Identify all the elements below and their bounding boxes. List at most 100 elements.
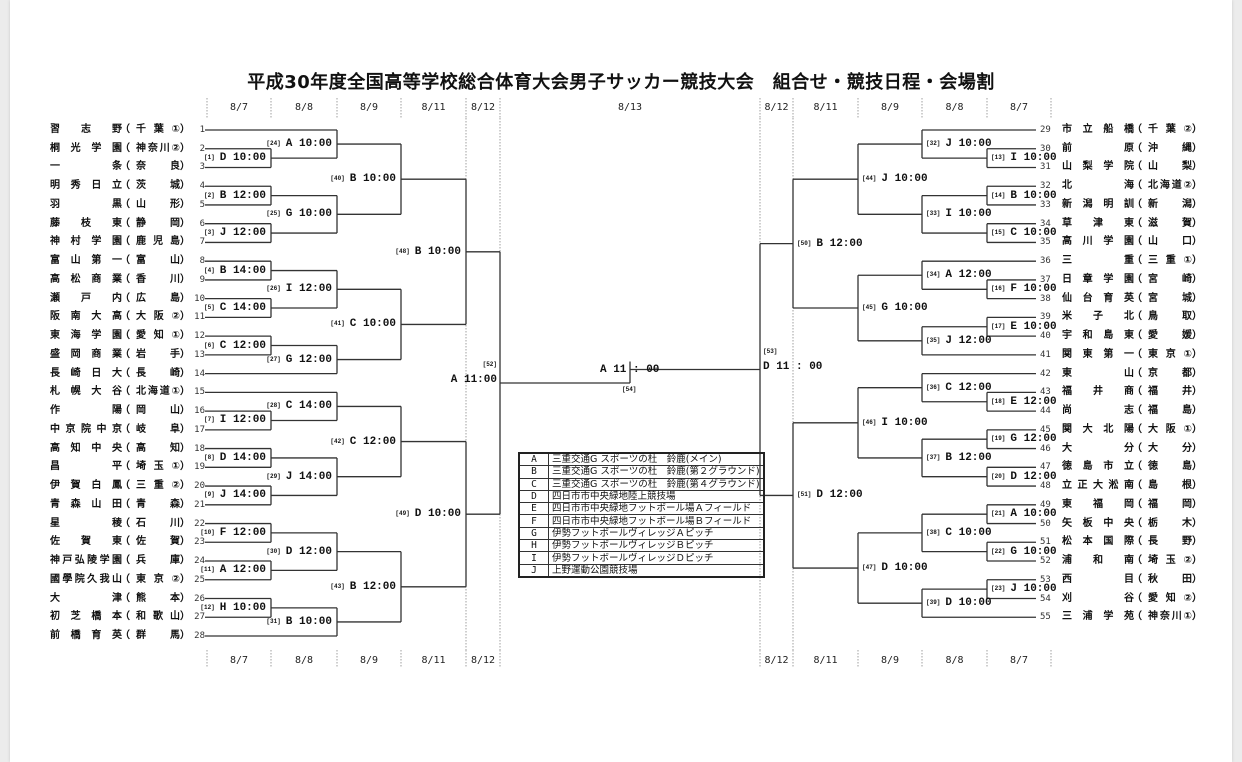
match-label[interactable]: [25]G 10:00 — [266, 208, 332, 220]
match-label[interactable]: [30]D 12:00 — [266, 546, 332, 558]
match-label[interactable]: [39]D 10:00 — [926, 597, 992, 609]
match-label[interactable]: [6]C 12:00 — [204, 340, 266, 352]
match-label[interactable]: [17]E 10:00 — [991, 321, 1057, 333]
match-label[interactable]: [21]A 10:00 — [991, 508, 1057, 520]
team-prefecture: 徳島 — [1148, 461, 1192, 473]
match-label[interactable]: [35]J 12:00 — [926, 335, 992, 347]
paren-close: ） — [1192, 255, 1202, 267]
match-label[interactable]: [42]C 12:00 — [330, 436, 396, 448]
match-label[interactable]: [9]J 14:00 — [204, 489, 266, 501]
team-number: 37 — [1040, 274, 1051, 285]
team-name: 関東第一 — [1062, 348, 1134, 360]
match-label[interactable]: [11]A 12:00 — [200, 564, 266, 576]
paren-close: ） — [180, 124, 190, 135]
match-label[interactable]: [43]B 12:00 — [330, 581, 396, 593]
match-label[interactable]: [18]E 12:00 — [991, 396, 1057, 408]
match-label[interactable]: [51]D 12:00 — [797, 489, 863, 501]
match-number: [20] — [991, 472, 1006, 480]
team-prefecture: 広島 — [136, 292, 180, 304]
paren-close: ） — [1192, 161, 1202, 173]
paren-open: （ — [120, 255, 130, 267]
match-label[interactable]: [19]G 12:00 — [991, 433, 1057, 445]
match-label[interactable]: [49]D 10:00 — [395, 508, 461, 520]
team-name: 桐光学園 — [50, 142, 122, 154]
match-label[interactable]: [24]A 10:00 — [266, 138, 332, 150]
team-name: 福井商 — [1062, 386, 1134, 398]
match-venue-time: B 10:00 — [1010, 189, 1057, 202]
match-label[interactable]: [27]G 12:00 — [266, 354, 332, 366]
match-label-semifinal[interactable]: [53]D 11 : 00 — [763, 348, 822, 374]
paren-close: ） — [180, 292, 190, 304]
paren-close: ） — [180, 405, 190, 417]
paren-open: （ — [1132, 180, 1142, 192]
match-number: [31] — [266, 617, 281, 625]
match-label[interactable]: [20]D 12:00 — [991, 471, 1057, 483]
match-label[interactable]: [14]B 10:00 — [991, 190, 1057, 202]
match-label[interactable]: [7]I 12:00 — [204, 414, 266, 426]
match-label[interactable]: [23]J 10:00 — [991, 583, 1057, 595]
match-label[interactable]: [32]J 10:00 — [926, 138, 992, 150]
match-label[interactable]: [33]I 10:00 — [926, 208, 992, 220]
match-label[interactable]: [37]B 12:00 — [926, 452, 992, 464]
match-venue-time: D 12:00 — [285, 545, 332, 558]
match-label[interactable]: [40]B 10:00 — [330, 173, 396, 185]
match-label-semifinal[interactable]: [52]A 11:00 — [451, 361, 497, 387]
match-number: [34] — [926, 271, 941, 279]
date-label: 8/12 — [764, 655, 789, 666]
match-venue-time: F 10:00 — [1010, 283, 1057, 296]
match-label[interactable]: [31]B 10:00 — [266, 616, 332, 628]
match-label[interactable]: [48]B 10:00 — [395, 246, 461, 258]
team-name: 東福岡 — [1062, 498, 1134, 510]
match-venue-time: I 10:00 — [881, 416, 928, 429]
date-label: 8/7 — [229, 655, 249, 666]
match-label[interactable]: [29]J 14:00 — [266, 471, 332, 483]
match-label[interactable]: [4]B 14:00 — [204, 265, 266, 277]
match-label[interactable]: [3]J 12:00 — [204, 227, 266, 239]
venue-name: 伊勢フットボールヴィレッジＢピッチ — [547, 539, 765, 553]
match-label[interactable]: [10]F 12:00 — [200, 527, 266, 539]
match-label[interactable]: [2]B 12:00 — [204, 190, 266, 202]
match-label[interactable]: [41]C 10:00 — [330, 318, 396, 330]
paren-open: （ — [120, 480, 130, 492]
match-label[interactable]: [47]D 10:00 — [862, 562, 928, 574]
match-label[interactable]: [34]A 12:00 — [926, 269, 992, 281]
team-number: 32 — [1040, 181, 1051, 192]
paren-open: （ — [120, 461, 130, 473]
match-label[interactable]: [38]C 10:00 — [926, 527, 992, 539]
paren-open: （ — [1132, 273, 1142, 285]
final-venue-time[interactable]: A 11 : 00 — [600, 363, 660, 376]
paren-open: （ — [1132, 124, 1142, 135]
team-number: 1 — [199, 125, 205, 135]
match-label[interactable]: [36]C 12:00 — [926, 382, 992, 394]
match-label[interactable]: [50]B 12:00 — [797, 238, 863, 250]
paren-close: ） — [1192, 142, 1202, 154]
paren-open: （ — [1132, 142, 1142, 154]
team-number: 42 — [1040, 368, 1051, 379]
match-label[interactable]: [5]C 14:00 — [204, 302, 266, 314]
match-label[interactable]: [1]D 10:00 — [204, 152, 266, 164]
match-number: [43] — [330, 582, 345, 590]
match-label[interactable]: [26]I 12:00 — [266, 283, 332, 295]
match-label[interactable]: [13]I 10:00 — [991, 152, 1057, 164]
match-label[interactable]: [8]D 14:00 — [204, 452, 266, 464]
team-name: 習志野 — [50, 124, 122, 135]
match-number: [17] — [991, 322, 1006, 330]
team-number: 16 — [194, 406, 205, 417]
match-label[interactable]: [12]H 10:00 — [200, 602, 266, 614]
match-label[interactable]: [16]F 10:00 — [991, 283, 1057, 295]
paren-open: （ — [120, 592, 130, 604]
match-label[interactable]: [22]G 10:00 — [991, 546, 1057, 558]
team-row: 高松商業（香川）9 — [0, 274, 1242, 286]
match-label[interactable]: [45]G 10:00 — [862, 302, 928, 314]
match-number: [42] — [330, 437, 345, 445]
match-label[interactable]: [28]C 14:00 — [266, 400, 332, 412]
match-label[interactable]: [15]C 10:00 — [991, 227, 1057, 239]
match-label[interactable]: [46]I 10:00 — [862, 417, 928, 429]
venue-name: 上野運動公園競技場 — [547, 563, 765, 578]
match-label[interactable]: [44]J 10:00 — [862, 173, 928, 185]
